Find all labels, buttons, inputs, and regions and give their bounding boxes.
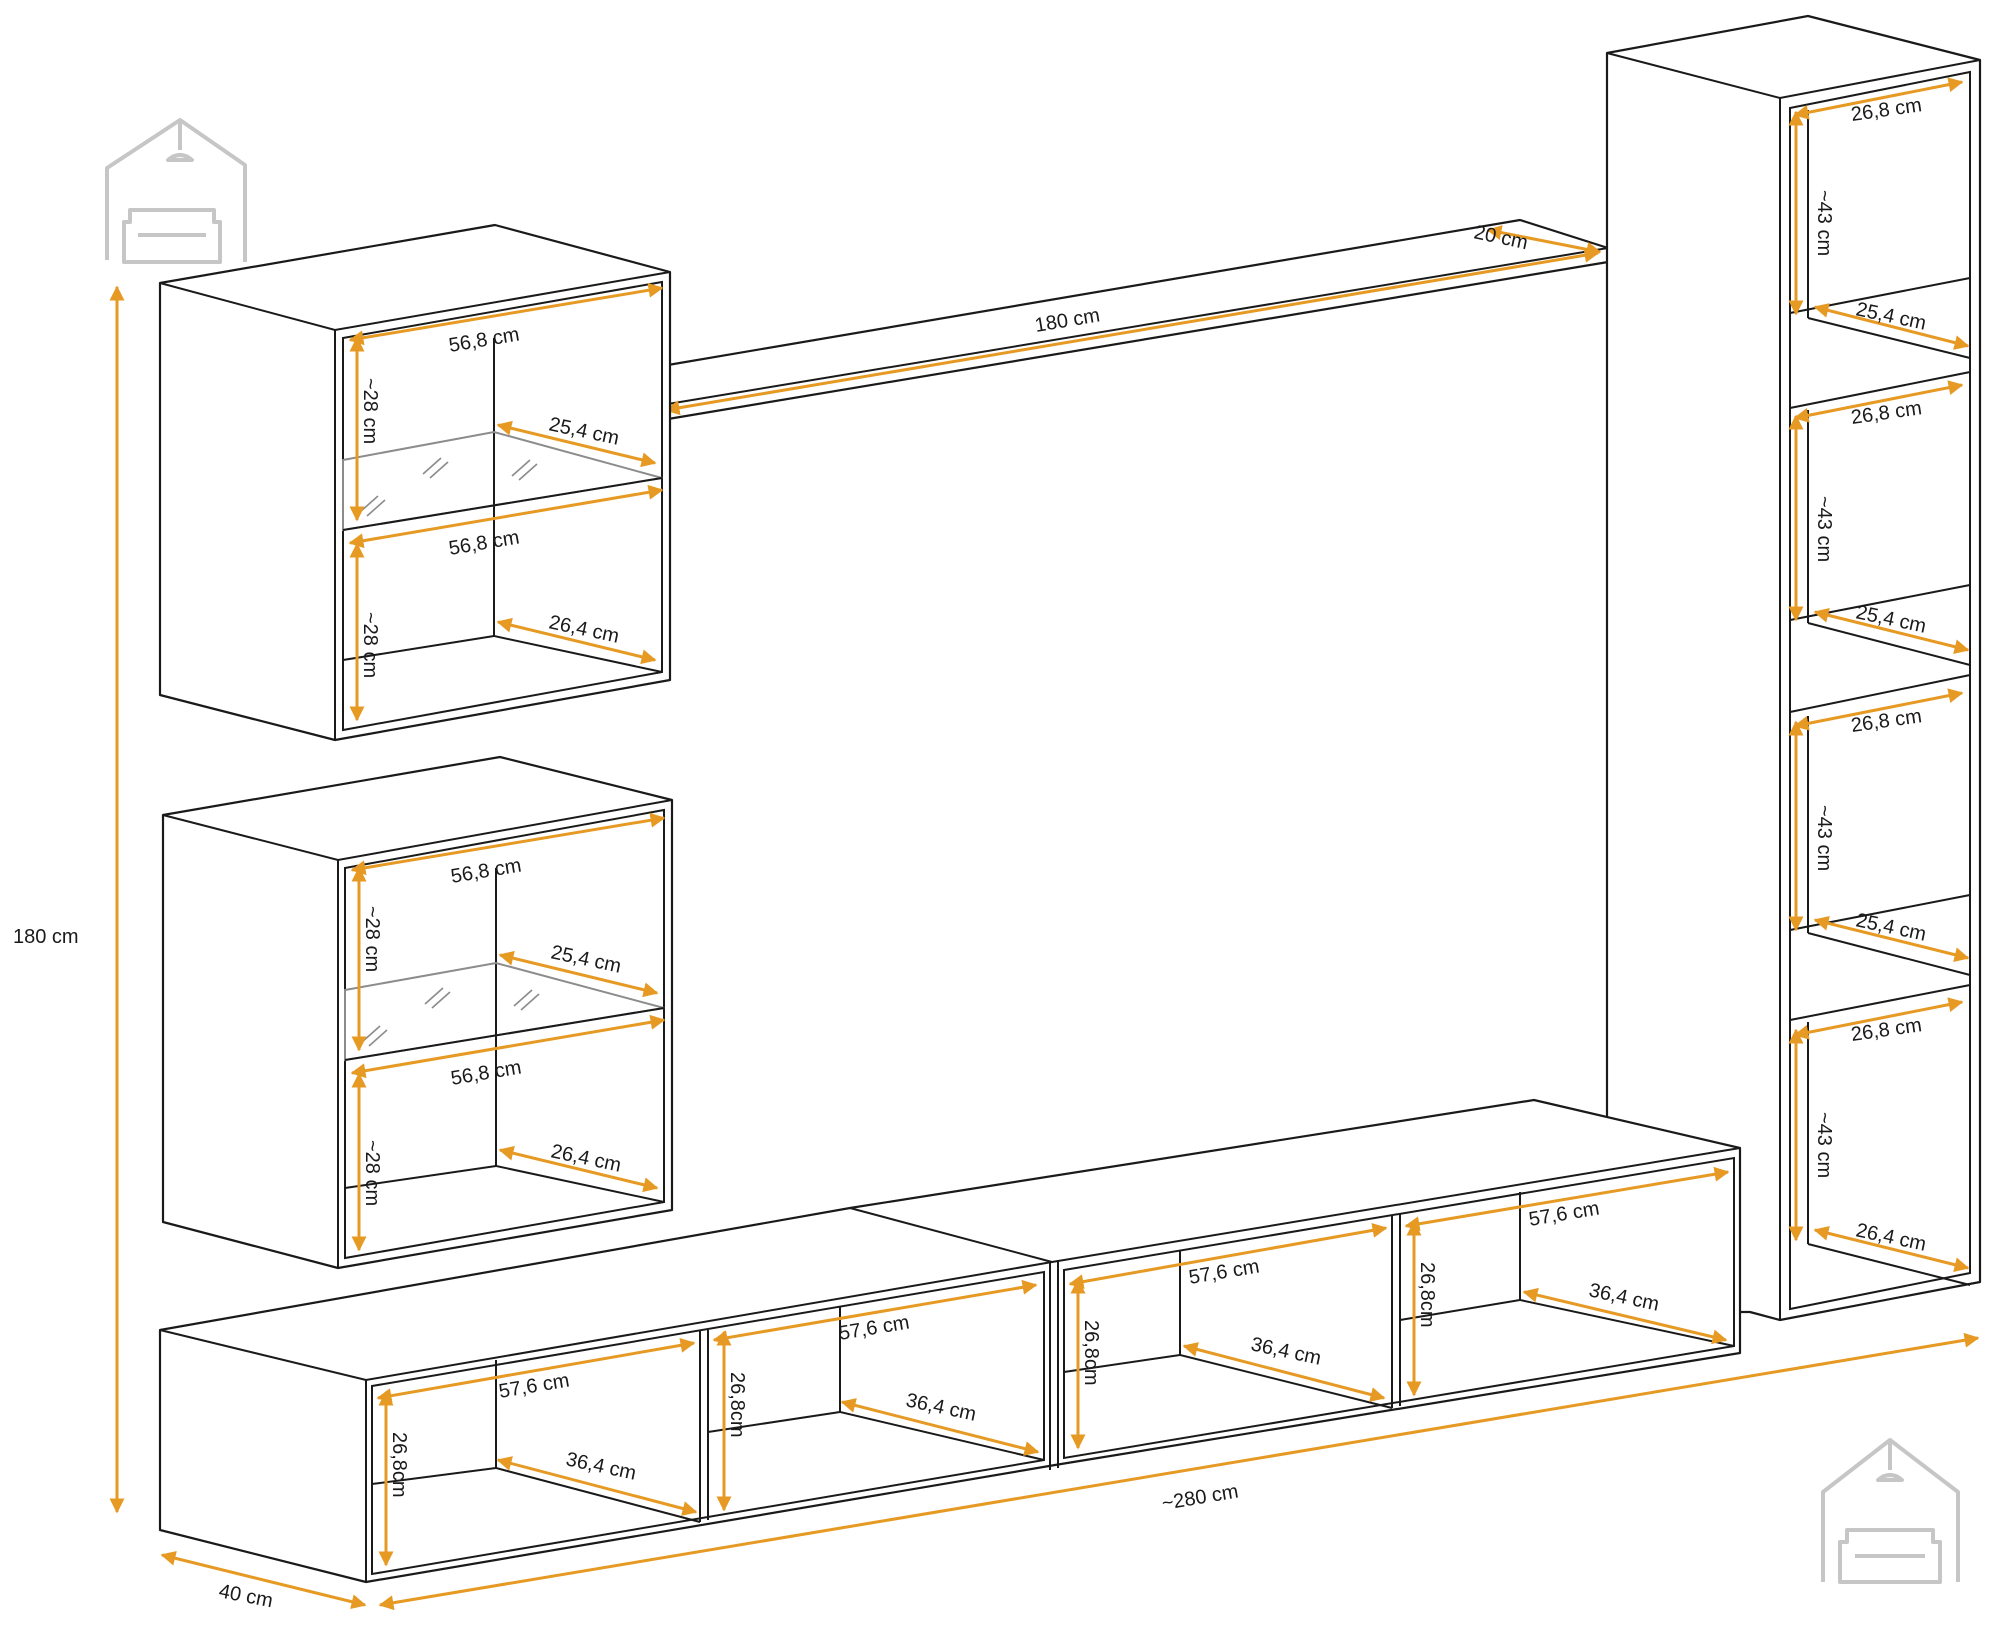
overall-height-label: 180 cm xyxy=(13,926,79,948)
svg-text:26,8cm: 26,8cm xyxy=(1416,1262,1438,1328)
overall-depth-dimension xyxy=(160,1550,367,1610)
upper-wall-cabinet: 56,8 cm ~28 cm 25,4 cm 56,8 cm ~28 cm 26… xyxy=(158,223,672,742)
svg-text:~28 cm: ~28 cm xyxy=(359,378,381,444)
overall-width-label: ~280 cm xyxy=(1160,1480,1240,1514)
svg-text:~28 cm: ~28 cm xyxy=(359,612,381,678)
house-sofa-logo-icon xyxy=(105,118,247,264)
svg-text:26,8cm: 26,8cm xyxy=(1080,1320,1102,1386)
shelf-depth-dimension xyxy=(1486,225,1602,257)
svg-text:26,8cm: 26,8cm xyxy=(726,1372,748,1438)
overall-depth-label: 40 cm xyxy=(217,1580,275,1612)
lower-wall-cabinet: 56,8 cm ~28 cm 25,4 cm 56,8 cm ~28 cm 26… xyxy=(161,755,674,1270)
svg-text:~43 cm: ~43 cm xyxy=(1813,190,1835,256)
tall-cabinet xyxy=(1605,14,1982,1322)
svg-text:~43 cm: ~43 cm xyxy=(1813,496,1835,562)
svg-text:~28 cm: ~28 cm xyxy=(361,906,383,972)
svg-text:~43 cm: ~43 cm xyxy=(1813,1112,1835,1178)
wall-shelf: 180 cm 20 cm xyxy=(660,218,1610,422)
house-sofa-logo-icon xyxy=(1821,1438,1960,1584)
svg-text:~43 cm: ~43 cm xyxy=(1813,805,1835,871)
shelf-length-dimension xyxy=(664,247,1600,416)
overall-width-dimension xyxy=(378,1332,1980,1611)
svg-text:~28 cm: ~28 cm xyxy=(361,1140,383,1206)
svg-text:26,8cm: 26,8cm xyxy=(388,1432,410,1498)
